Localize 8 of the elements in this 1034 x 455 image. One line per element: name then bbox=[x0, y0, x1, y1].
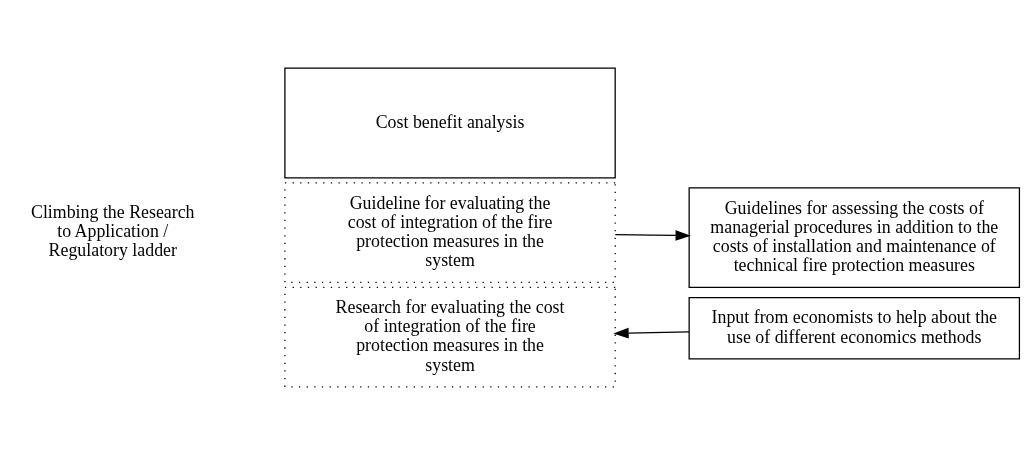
label: Climbing the Research to Application / Regulatory ladder bbox=[31, 202, 195, 261]
node-box: Cost benefit analysis bbox=[284, 67, 616, 179]
node-box: Research for evaluating the cost of integration of the fire protection measures in the system bbox=[284, 286, 616, 388]
node-box: Guideline for evaluating the cost of integration of the fire protection measures in the system bbox=[284, 182, 616, 283]
node-box: Input from economists to help about the use of different economics methods bbox=[688, 297, 1021, 360]
node-box: Guidelines for assessing the costs of managerial procedures in addition to the costs of installation and maintenance of technical fire protection measures bbox=[688, 187, 1021, 289]
arrow bbox=[613, 327, 690, 339]
arrow bbox=[614, 230, 691, 241]
